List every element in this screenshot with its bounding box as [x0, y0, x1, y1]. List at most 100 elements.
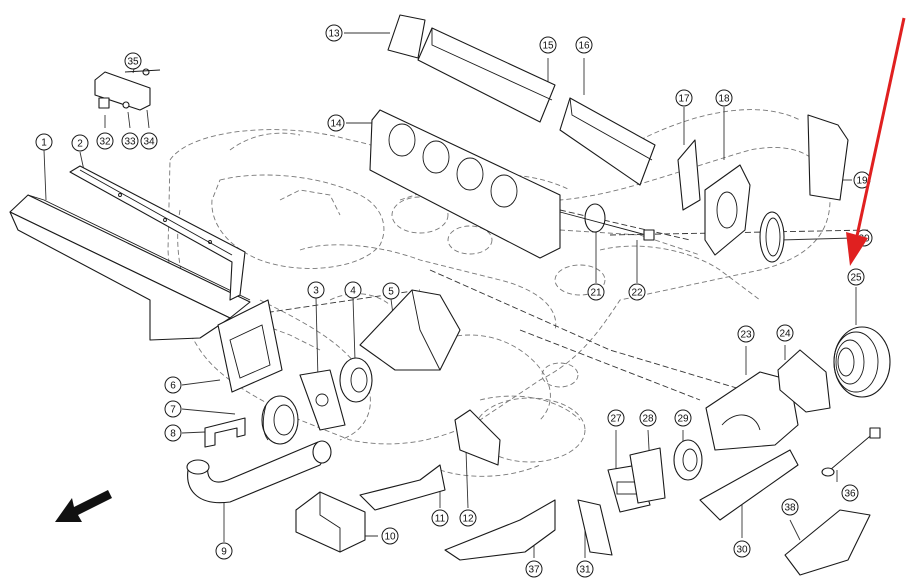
part-30-guide: [699, 449, 799, 521]
callout-23: 23: [737, 325, 755, 343]
callout-7: 7: [164, 400, 182, 418]
callout-circle: [164, 400, 182, 418]
part-10-bracket: [295, 491, 366, 553]
callout-circle: [576, 560, 594, 578]
callout-6: 6: [164, 376, 182, 394]
callout-38: 38: [781, 498, 799, 516]
callout-circle: [715, 89, 733, 107]
callout-circle: [382, 282, 400, 300]
part-20-o-ring: [759, 211, 785, 263]
callout-number: 15: [542, 41, 554, 52]
callout-37: 37: [525, 560, 543, 578]
callout-circle: [381, 527, 399, 545]
red-pointer-arrow-icon: [846, 17, 906, 266]
callout-17: 17: [675, 89, 693, 107]
callout-labels: 1234567891011121314151617181920212223242…: [35, 24, 873, 578]
part-32-35-hardware: [94, 68, 161, 111]
callout-circle: [776, 324, 794, 342]
arrow-down-left-icon: [55, 490, 112, 522]
callout-25: 25: [847, 268, 865, 286]
callout-number: 2: [77, 139, 83, 150]
part-21-disc: [584, 203, 606, 233]
callout-circle: [781, 498, 799, 516]
callout-36: 36: [841, 484, 859, 502]
callout-circle: [71, 134, 89, 152]
callout-circle: [733, 540, 751, 558]
part-18-plate: [704, 164, 751, 256]
callout-27: 27: [607, 409, 625, 427]
callout-circle: [307, 281, 325, 299]
callout-number: 9: [221, 547, 227, 558]
callout-number: 31: [579, 565, 591, 576]
callout-circle: [841, 484, 859, 502]
part-7-ring-seal: [261, 395, 299, 445]
callout-number: 23: [740, 330, 752, 341]
callout-number: 8: [170, 429, 176, 440]
part-13-cover: [387, 14, 426, 59]
callout-8: 8: [164, 424, 182, 442]
callout-circle: [607, 409, 625, 427]
callout-30: 30: [733, 540, 751, 558]
part-4-ring: [339, 357, 373, 403]
part-23-cover: [705, 371, 799, 451]
callout-number: 38: [784, 503, 796, 514]
callout-12: 12: [459, 509, 477, 527]
callout-circle: [164, 376, 182, 394]
callout-9: 9: [215, 542, 233, 560]
callout-11: 11: [431, 509, 449, 527]
callout-15: 15: [539, 36, 557, 54]
callout-circle: [96, 132, 114, 150]
part-37-bracket: [444, 499, 556, 561]
part-14-panel: [369, 109, 561, 259]
callout-29: 29: [674, 409, 692, 427]
callout-number: 16: [578, 41, 590, 52]
callout-number: 35: [127, 57, 139, 68]
part-19-plate: [807, 114, 849, 201]
callout-circle: [628, 283, 646, 301]
callout-16: 16: [575, 36, 593, 54]
callout-28: 28: [639, 409, 657, 427]
callout-circle: [575, 36, 593, 54]
callout-circle: [344, 281, 362, 299]
callout-number: 27: [610, 414, 622, 425]
callout-number: 32: [99, 137, 111, 148]
callout-10: 10: [381, 527, 399, 545]
callout-circle: [674, 409, 692, 427]
callout-circle: [121, 132, 139, 150]
callout-number: 30: [736, 545, 748, 556]
part-16-channel: [559, 97, 656, 186]
callout-33: 33: [121, 132, 139, 150]
callout-3: 3: [307, 281, 325, 299]
callout-number: 24: [779, 329, 791, 340]
part-3-plate: [299, 369, 346, 431]
callout-circle: [459, 509, 477, 527]
callout-number: 18: [718, 94, 730, 105]
callout-number: 25: [850, 273, 862, 284]
part-22-bolt: [559, 211, 655, 241]
part-12-bracket: [454, 409, 501, 466]
part-17-gasket: [677, 139, 701, 211]
callout-circle: [587, 283, 605, 301]
callout-number: 19: [856, 176, 868, 187]
callout-circle: [675, 89, 693, 107]
callout-14: 14: [327, 114, 345, 132]
callout-circle: [737, 325, 755, 343]
part-29-ring: [673, 439, 703, 481]
part-24-plate: [777, 349, 831, 413]
callout-number: 3: [313, 286, 319, 297]
part-8-clip: [204, 417, 246, 448]
leader-lines: [43, 32, 857, 558]
callout-circle: [215, 542, 233, 560]
callout-number: 6: [170, 381, 176, 392]
callout-number: 11: [435, 514, 446, 525]
callout-13: 13: [325, 24, 343, 42]
callout-24: 24: [776, 324, 794, 342]
callout-number: 22: [631, 288, 643, 299]
callout-number: 12: [462, 514, 474, 525]
callout-31: 31: [576, 560, 594, 578]
callout-32: 32: [96, 132, 114, 150]
callout-21: 21: [587, 283, 605, 301]
callout-number: 34: [143, 137, 155, 148]
callout-number: 21: [590, 288, 602, 299]
callout-circle: [327, 114, 345, 132]
